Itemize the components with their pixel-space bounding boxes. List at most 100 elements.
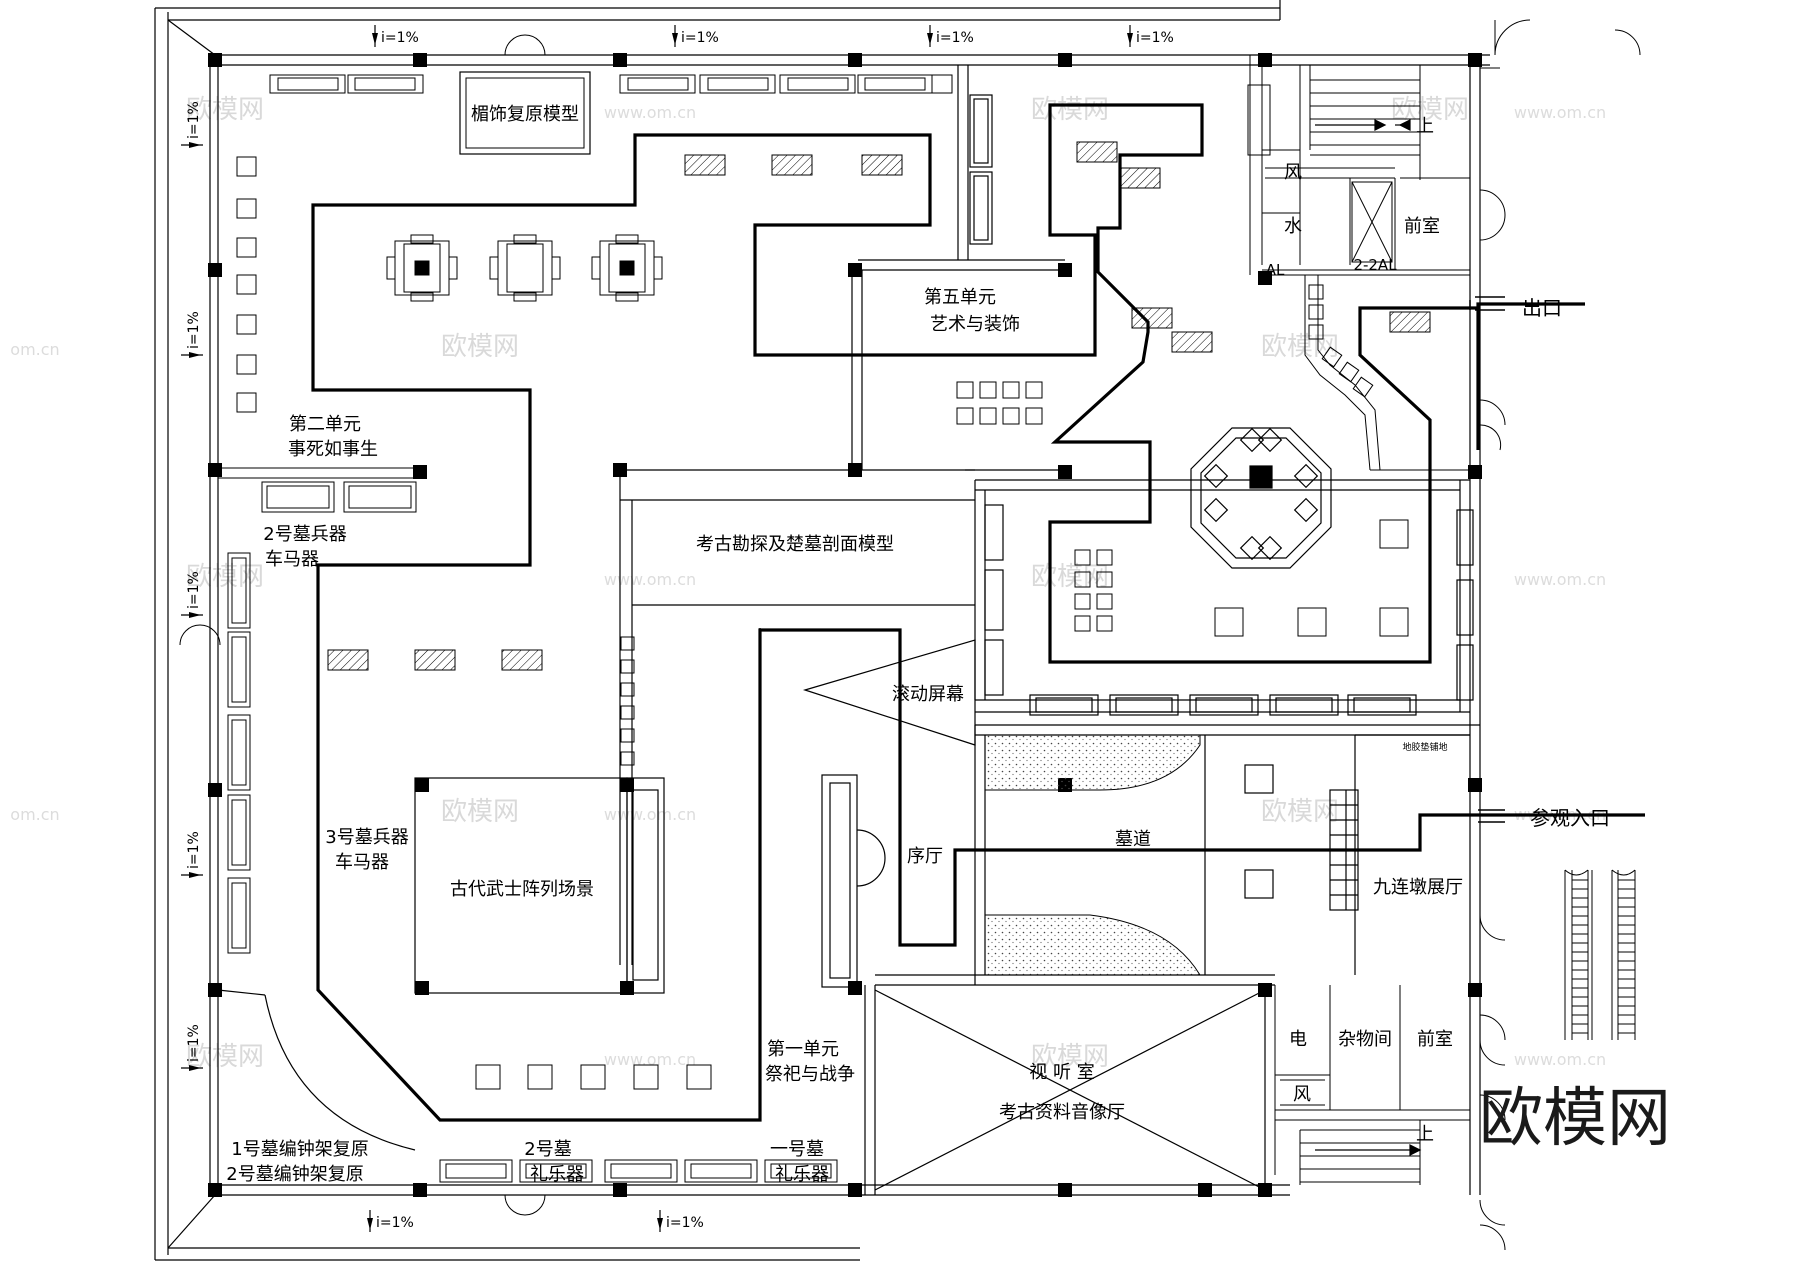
watermark-text: 欧模网 (441, 797, 519, 827)
column (413, 465, 427, 479)
slope-label: i=1% (376, 1215, 414, 1231)
column (848, 1183, 862, 1197)
hatched-case (1131, 307, 1173, 329)
column (208, 983, 222, 997)
slope-marker: i=1% (181, 831, 203, 878)
av-room-label: 视 听 室 (1029, 1062, 1094, 1083)
storage-room-label: 杂物间 (1338, 1029, 1392, 1050)
escalator (1564, 869, 1636, 1040)
column (613, 1183, 627, 1197)
hatched-case (1171, 331, 1213, 353)
warrior-scene-label: 古代武士阵列场景 (450, 879, 594, 900)
survey-pedestals (620, 636, 635, 766)
column (415, 981, 429, 995)
tomb2-weapons-label: 2号墓兵器 (263, 524, 346, 545)
hatched-case (1076, 141, 1118, 163)
south-display-cases (439, 1159, 838, 1183)
wind-room-north-label: 风 (1284, 162, 1302, 183)
unit2-title: 第二单元 (289, 414, 361, 435)
hatched-display-cases (327, 141, 1431, 671)
slope-label: i=1% (381, 30, 419, 46)
unit5-title: 第五单元 (924, 287, 996, 308)
lintel-model-label: 楣饰复原模型 (471, 104, 579, 125)
watermark-url-edge: om.cn (10, 805, 59, 824)
slope-marker: i=1% (181, 571, 203, 618)
slope-label: i=1% (1136, 30, 1174, 46)
exit-label: 出口 (1522, 296, 1562, 320)
panel-code-left: AL (1266, 261, 1285, 279)
slope-marker: i=1% (1127, 25, 1174, 47)
lobby-label: 序厅 (907, 846, 943, 867)
octagon-exhibit (1190, 427, 1332, 569)
hatched-case (861, 154, 903, 176)
column (1198, 1183, 1212, 1197)
column (1258, 53, 1272, 67)
watermark-url: www.om.cn (604, 103, 696, 122)
watermark-text: 欧模网 (186, 562, 264, 592)
column (208, 463, 222, 477)
bell-rack-tomb2-label: 2号墓编钟架复原 (226, 1164, 363, 1185)
column (613, 53, 627, 67)
unit5-subtitle: 艺术与装饰 (930, 314, 1020, 335)
watermark-text: 欧模网 (1031, 562, 1109, 592)
east-pedestals (1074, 519, 1409, 637)
slope-marker: i=1% (657, 1210, 704, 1232)
column (1058, 53, 1072, 67)
north-display-cases (269, 74, 953, 94)
bell-rack-arc (217, 989, 416, 1151)
slope-label: i=1% (936, 30, 974, 46)
column (208, 263, 222, 277)
panel-code-right: 2-2AL (1353, 256, 1397, 274)
entry-label: 参观入口 (1530, 806, 1610, 830)
slope-marker: i=1% (372, 25, 419, 47)
stair-south-arrow (1315, 1144, 1422, 1156)
hatched-case (501, 649, 543, 671)
slope-marker: i=1% (927, 25, 974, 47)
slope-label: i=1% (666, 1215, 704, 1231)
floor-note: 地胶垫铺地 (1402, 741, 1447, 753)
watermark-url: www.om.cn (604, 1050, 696, 1069)
watermark-url-edge: om.cn (10, 340, 59, 359)
hatched-case (1119, 167, 1161, 189)
slope-markers: i=1% i=1% i=1% i=1% i=1% i=1% i=1% i=1% i=1% i=1%… (181, 25, 1174, 1232)
column (1468, 983, 1482, 997)
watermark-text: 欧模网 (1031, 95, 1109, 125)
slope-label: i=1% (186, 311, 202, 349)
tomb1-music-title: 一号墓 (770, 1139, 824, 1160)
unit2-subtitle: 事死如事生 (288, 439, 378, 460)
tomb2-music-title: 2号墓 (524, 1139, 571, 1160)
table-exhibits (386, 234, 663, 302)
tomb3-chariot-label: 车马器 (335, 852, 389, 873)
west-pedestals (236, 156, 257, 413)
unit1-subtitle: 祭祀与战争 (765, 1064, 855, 1085)
watermark-layer: 欧模网欧模网欧模网欧模网欧模网欧模网欧模网欧模网欧模网欧模网欧模网www.om.… (10, 95, 1606, 1072)
west-display-cases (227, 552, 251, 954)
table-with-chairs (386, 234, 458, 302)
stair-core-north (1247, 55, 1470, 471)
column (848, 981, 862, 995)
watermark-text: 欧模网 (186, 1042, 264, 1072)
unit1-title: 第一单元 (767, 1039, 839, 1060)
door-swings (179, 19, 1641, 1251)
watermark-url: www.om.cn (604, 805, 696, 824)
column (1468, 465, 1482, 479)
slope-marker: i=1% (672, 25, 719, 47)
elevator-arrows (1315, 119, 1411, 131)
wind-room-south-label: 风 (1293, 1084, 1311, 1105)
stair-up-north-label: 上 (1416, 116, 1434, 137)
slope-label: i=1% (186, 101, 202, 139)
column (848, 53, 862, 67)
brand-watermark: 欧模网 (1479, 1082, 1671, 1156)
slope-label: i=1% (186, 571, 202, 609)
column (413, 53, 427, 67)
watermark-url: www.om.cn (1514, 103, 1606, 122)
water-room-label: 水 (1284, 216, 1302, 237)
column (208, 783, 222, 797)
bell-rack-tomb1-label: 1号墓编钟架复原 (231, 1139, 368, 1160)
slope-label: i=1% (681, 30, 719, 46)
column (415, 778, 429, 792)
speckled-floor (984, 734, 1201, 976)
hatched-case (684, 154, 726, 176)
survey-model-label: 考古勘探及楚墓剖面模型 (696, 534, 894, 555)
